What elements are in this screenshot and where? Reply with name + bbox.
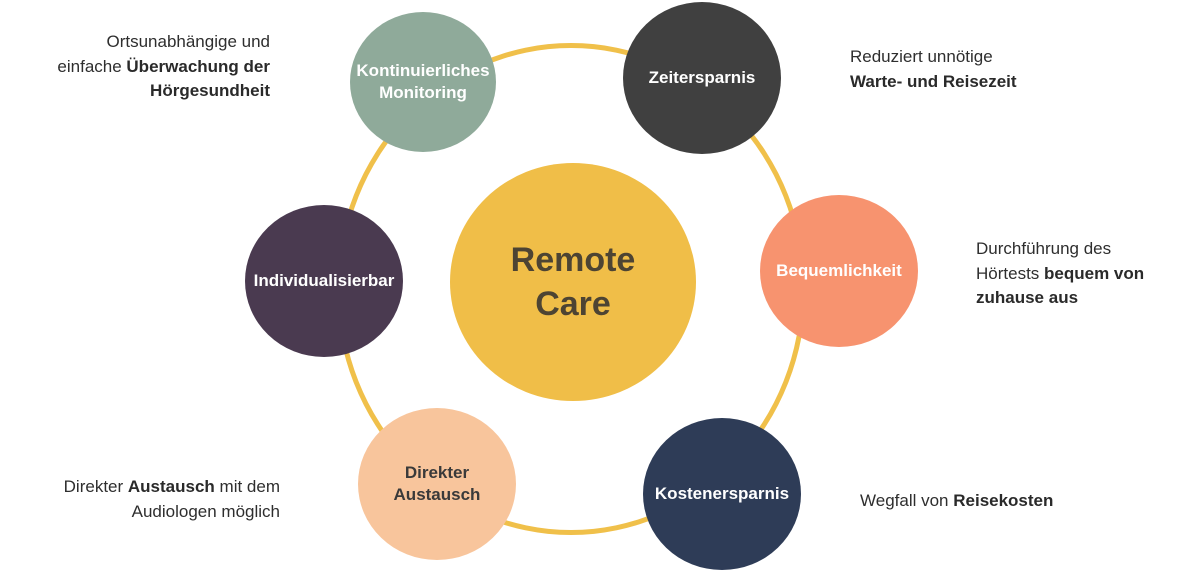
desc-text: Wegfall von xyxy=(860,491,954,510)
description-kostenersparnis: Wegfall von Reisekosten xyxy=(860,489,1160,514)
node-label: Bequemlichkeit xyxy=(776,260,902,280)
description-zeitersparnis: Reduziert unnötige Warte- und Reisezeit xyxy=(850,45,1150,94)
description-monitoring: Ortsunabhängige und einfache Überwachung… xyxy=(20,30,270,104)
desc-emphasis: Warte- und Reisezeit xyxy=(850,71,1017,91)
desc-emphasis: zuhause aus xyxy=(976,288,1079,308)
node-label: Individualisierbar xyxy=(253,270,395,290)
desc-text: einfache xyxy=(57,56,127,76)
node-zeitersparnis: Zeitersparnis xyxy=(623,2,781,154)
desc-emphasis: bequem von xyxy=(1044,263,1145,283)
desc-emphasis: Hörgesundheit xyxy=(150,81,270,101)
desc-text: Hörtests xyxy=(976,263,1045,283)
desc-text: Ortsunabhängige und xyxy=(106,32,270,51)
description-bequemlichkeit: Durchführung des Hörtests bequem von zuh… xyxy=(976,237,1191,311)
desc-emphasis: Austausch xyxy=(127,477,215,496)
desc-emphasis: Reisekosten xyxy=(953,491,1054,510)
center-node-remote-care: Remote Care xyxy=(450,163,696,401)
desc-text: Direkter xyxy=(63,477,128,496)
node-label-line2: Monitoring xyxy=(379,83,467,102)
center-label-line2: Care xyxy=(535,285,611,323)
node-label: Zeitersparnis xyxy=(648,67,756,87)
node-label-line1: Direkter xyxy=(404,462,470,482)
node-kontinuierliches-monitoring: Kontinuierliches Monitoring xyxy=(350,12,496,152)
desc-text: mit dem xyxy=(214,477,280,496)
node-individualisierbar: Individualisierbar xyxy=(245,205,403,357)
description-austausch: Direkter Austausch mit dem Audiologen mö… xyxy=(20,475,280,524)
node-direkter-austausch: Direkter Austausch xyxy=(358,408,516,560)
node-bequemlichkeit: Bequemlichkeit xyxy=(760,195,918,347)
desc-emphasis: Überwachung der xyxy=(126,56,270,76)
node-label: Kostenersparnis xyxy=(654,483,790,503)
desc-text: Durchführung des xyxy=(976,239,1112,258)
center-label-line1: Remote xyxy=(510,240,636,279)
desc-text: Reduziert unnötige xyxy=(850,47,993,66)
desc-text: Audiologen möglich xyxy=(131,501,280,521)
node-label-line1: Kontinuierliches xyxy=(356,60,490,80)
node-kostenersparnis: Kostenersparnis xyxy=(643,418,801,570)
node-label-line2: Austausch xyxy=(393,485,481,504)
